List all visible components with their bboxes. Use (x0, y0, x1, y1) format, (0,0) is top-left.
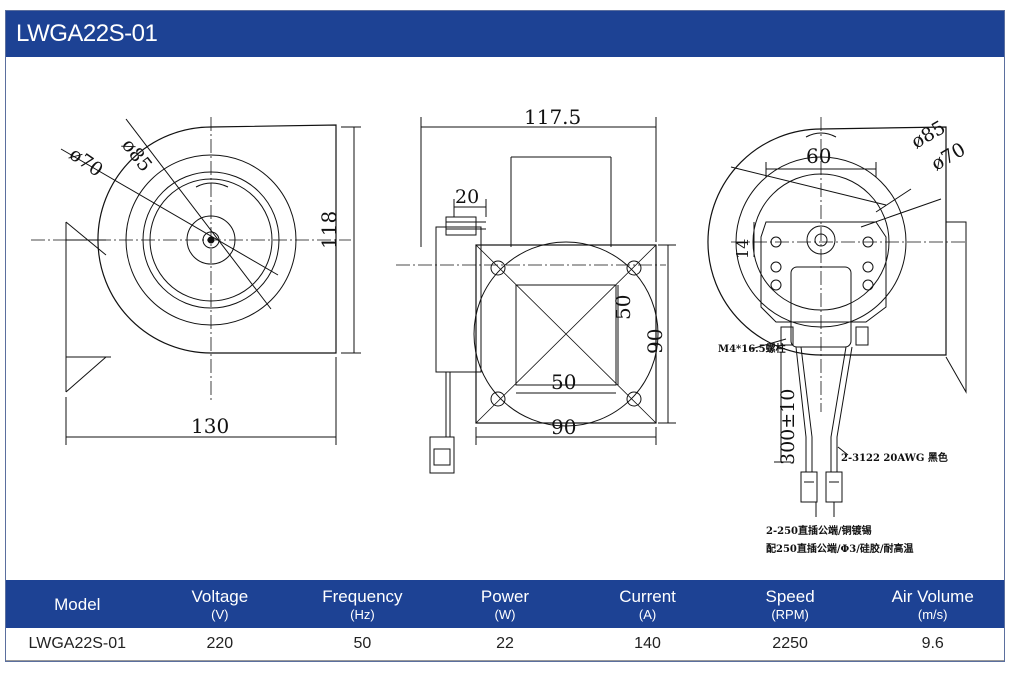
cell-current: 140 (576, 628, 719, 661)
back-coil-tab-r (855, 326, 869, 346)
back-wire-leader (837, 446, 849, 456)
note-terminal-2: 配250直插公端/Φ3/硅胶/耐高温 (766, 542, 914, 555)
back-terminal-2 (825, 471, 843, 503)
side-connector-inner (433, 448, 451, 466)
front-centerlines (31, 117, 351, 402)
front-housing (97, 124, 337, 354)
side-motor-lines (446, 221, 486, 230)
dim-back-60: 60 (806, 144, 831, 168)
note-stud: M4*16.5螺柱 (718, 342, 786, 355)
front-dim-width (65, 357, 337, 445)
note-wire: 2-3122 20AWG 黑色 (841, 451, 948, 464)
back-bracket (760, 221, 887, 323)
back-stud-2 (862, 236, 874, 248)
back-terminal-1 (800, 471, 818, 503)
technical-drawing: ø85 ø70 118 130 (6, 57, 1004, 581)
back-stud-6 (862, 279, 874, 291)
back-leaders (730, 166, 942, 228)
back-coil-tab-l (780, 326, 794, 346)
header-model: Model (6, 580, 149, 628)
back-dim-lead (774, 352, 791, 463)
front-view (31, 117, 361, 445)
back-outlet (945, 221, 967, 394)
side-dim-motor (453, 199, 487, 217)
front-rotation-arrow (195, 182, 229, 188)
side-flange (475, 244, 657, 424)
side-motor-cap (445, 216, 477, 236)
side-flange-diagonals (475, 244, 657, 424)
side-motor (435, 226, 482, 373)
header-current: Current(A) (576, 580, 719, 628)
back-stud-leader (750, 338, 787, 350)
front-dim-height (341, 126, 361, 354)
back-coil (790, 266, 852, 348)
dim-side-inner-h: 50 (611, 295, 635, 320)
dim-front-width: 130 (191, 414, 229, 438)
side-hole-tr (626, 260, 642, 276)
header-speed: Speed(RPM) (718, 580, 862, 628)
spec-sheet: LWGA22S-01 (5, 10, 1005, 662)
dim-side-inner-w: 50 (551, 370, 576, 394)
back-dim-60 (765, 162, 877, 177)
header-power: Power(W) (433, 580, 577, 628)
dim-side-outer-h: 90 (643, 329, 667, 354)
dim-side-overall: 117.5 (524, 105, 581, 129)
back-terminal-leaders (815, 502, 835, 517)
drawing-svg: ø85 ø70 118 130 (31, 105, 969, 555)
dim-back-lead: 300±10 (777, 389, 799, 465)
side-hole-br (626, 391, 642, 407)
back-stud-3 (770, 261, 782, 273)
title-bar: LWGA22S-01 (6, 11, 1004, 57)
dim-back-14: 14 (733, 239, 752, 259)
cell-voltage: 220 (148, 628, 292, 661)
side-inner-square (515, 284, 617, 386)
side-dim-overall (420, 117, 657, 247)
dim-front-height: 118 (317, 211, 341, 249)
front-leader-85 (125, 118, 272, 310)
back-housing (707, 126, 947, 356)
cell-model: LWGA22S-01 (6, 628, 149, 661)
front-outlet (65, 221, 111, 393)
side-dim-outer-w (475, 427, 657, 445)
dim-side-outer-w: 90 (551, 415, 576, 439)
side-hole-tl (490, 260, 506, 276)
back-view (707, 117, 967, 517)
back-stud-4 (770, 279, 782, 291)
note-terminal-1: 2-250直插公端/铜镀锡 (766, 524, 872, 537)
side-hole-bl (490, 391, 506, 407)
cell-frequency: 50 (291, 628, 434, 661)
cell-power: 22 (433, 628, 577, 661)
dim-front-d70: ø70 (65, 143, 107, 181)
header-air-volume: Air Volume(m/s) (861, 580, 1004, 628)
header-voltage: Voltage(V) (148, 580, 292, 628)
back-rotation-arrow (805, 132, 837, 138)
page-title: LWGA22S-01 (16, 20, 158, 47)
cell-air-volume: 9.6 (861, 628, 1004, 661)
back-wires (795, 346, 853, 472)
cell-speed: 2250 (718, 628, 862, 661)
spec-table: Model Voltage(V) Frequency(Hz) Power(W) … (6, 580, 1004, 661)
side-cable (445, 372, 451, 437)
side-view (396, 117, 676, 474)
back-hub (806, 225, 836, 255)
dim-side-motor: 20 (455, 186, 479, 208)
side-flange-circle (473, 241, 659, 427)
back-stud-1 (770, 236, 782, 248)
back-shaft (814, 233, 828, 247)
side-dim-outer-h (658, 244, 676, 424)
front-leader-70 (60, 148, 279, 276)
table-row: LWGA22S-01 220 50 22 140 2250 9.6 (6, 628, 1004, 661)
side-impeller-top (510, 156, 612, 247)
spec-header-row: Model Voltage(V) Frequency(Hz) Power(W) … (6, 580, 1004, 628)
side-dim-inner (516, 285, 619, 394)
back-centerlines (731, 117, 966, 412)
back-stud-5 (862, 261, 874, 273)
side-connector (429, 436, 455, 474)
header-frequency: Frequency(Hz) (291, 580, 434, 628)
